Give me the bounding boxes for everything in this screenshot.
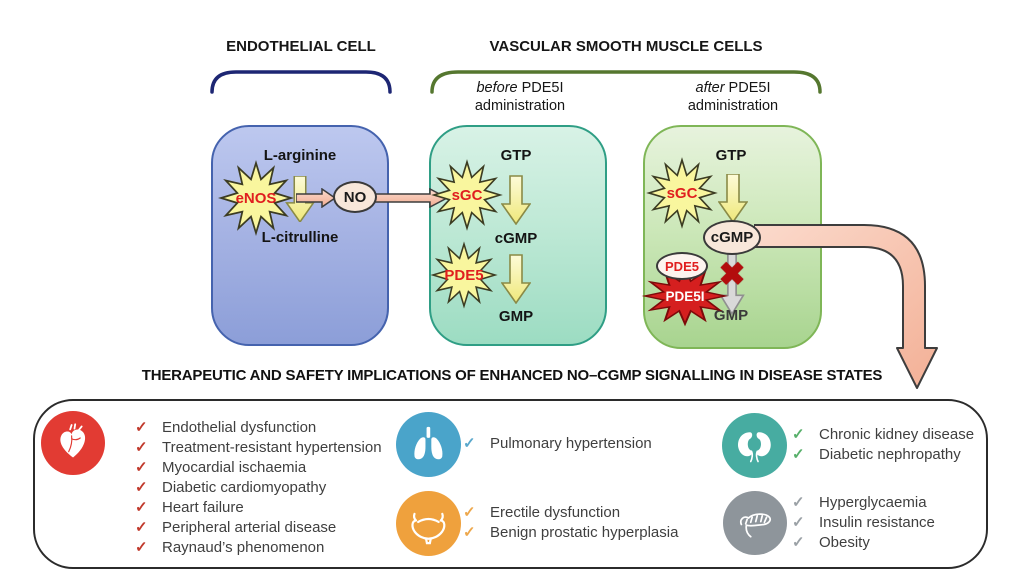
list-item: ✓Peripheral arterial disease — [135, 519, 337, 536]
check-icon: ✓ — [792, 494, 805, 511]
sgc-starburst-before: sGC — [430, 161, 504, 229]
list-item: ✓Raynaud’s phenomenon — [135, 539, 325, 556]
l-citrulline-label: L-citrulline — [261, 229, 339, 246]
list-item: ✓Endothelial dysfunction — [135, 419, 317, 436]
vsmc-bracket — [430, 70, 822, 94]
list-item: ✓Heart failure — [135, 499, 244, 516]
down-arrow-icon — [501, 175, 531, 225]
no-to-sgc-arrow-icon — [375, 188, 448, 208]
check-icon: ✓ — [463, 435, 476, 452]
l-arginine-label: L-arginine — [263, 147, 337, 164]
check-icon: ✓ — [792, 446, 805, 463]
before-pde5i-box — [429, 125, 607, 346]
sgc-starburst-after: sGC — [646, 159, 718, 227]
blocked-x-icon: ✖ — [718, 256, 746, 292]
list-item: ✓Diabetic cardiomyopathy — [135, 479, 327, 496]
metabolic-list: ✓Hyperglycaemia ✓Insulin resistance ✓Obe… — [792, 493, 935, 553]
check-icon: ✓ — [792, 514, 805, 531]
check-icon: ✓ — [463, 524, 476, 541]
gmp-before-label: GMP — [498, 308, 534, 325]
kidneys-icon — [722, 413, 787, 478]
check-icon: ✓ — [135, 519, 148, 536]
enhanced-cgmp-signal-arrow-icon — [754, 224, 938, 389]
list-item: ✓Erectile dysfunction — [463, 504, 621, 521]
list-item: ✓Obesity — [792, 534, 870, 551]
check-icon: ✓ — [135, 479, 148, 496]
check-icon: ✓ — [463, 504, 476, 521]
vsmc-heading: VASCULAR SMOOTH MUSCLE CELLS — [489, 38, 763, 55]
check-icon: ✓ — [135, 459, 148, 476]
list-item: ✓Pulmonary hypertension — [463, 435, 652, 452]
no-release-arrow-icon — [296, 188, 336, 208]
list-item: ✓Chronic kidney disease — [792, 426, 975, 443]
banner-title: THERAPEUTIC AND SAFETY IMPLICATIONS OF E… — [141, 367, 883, 384]
list-item: ✓Benign prostatic hyperplasia — [463, 524, 679, 541]
check-icon: ✓ — [135, 539, 148, 556]
pulmonary-list: ✓Pulmonary hypertension — [463, 434, 652, 454]
pde5-inhibited-ellipse: PDE5 — [656, 252, 708, 280]
list-item: ✓Diabetic nephropathy — [792, 446, 961, 463]
no-ellipse: NO — [333, 181, 377, 213]
pde5-starburst-before: PDE5 — [424, 243, 504, 307]
pancreas-icon — [723, 491, 787, 555]
check-icon: ✓ — [135, 419, 148, 436]
check-icon: ✓ — [135, 499, 148, 516]
check-icon: ✓ — [792, 426, 805, 443]
list-item: ✓Hyperglycaemia — [792, 494, 927, 511]
endothelial-bracket — [210, 70, 392, 94]
list-item: ✓Myocardial ischaemia — [135, 459, 307, 476]
check-icon: ✓ — [792, 534, 805, 551]
down-arrow-icon — [718, 174, 748, 222]
enos-starburst: eNOS — [218, 162, 294, 234]
list-item: ✓Insulin resistance — [792, 514, 935, 531]
blocked-down-arrow-icon — [719, 254, 745, 316]
list-item: ✓Treatment-resistant hypertension — [135, 439, 382, 456]
cgmp-after-ellipse: cGMP — [703, 220, 761, 255]
urological-list: ✓Erectile dysfunction ✓Benign prostatic … — [463, 503, 678, 543]
gtp-after-label: GTP — [715, 147, 747, 164]
endothelial-cell-heading: ENDOTHELIAL CELL — [226, 38, 376, 55]
lungs-icon — [396, 412, 461, 477]
cardiovascular-list: ✓Endothelial dysfunction ✓Treatment-resi… — [135, 418, 382, 558]
before-pde5i-label: before PDE5I administration — [474, 80, 566, 114]
cgmp-before-label: cGMP — [494, 230, 538, 247]
down-arrow-icon — [501, 254, 531, 304]
after-pde5i-label: after PDE5I administration — [687, 80, 779, 114]
endothelial-cell-box — [211, 125, 389, 346]
gtp-before-label: GTP — [500, 147, 532, 164]
gmp-after-label: GMP — [713, 307, 749, 324]
check-icon: ✓ — [135, 439, 148, 456]
implications-panel — [33, 399, 988, 569]
bladder-icon — [396, 491, 461, 556]
renal-list: ✓Chronic kidney disease ✓Diabetic nephro… — [792, 425, 974, 465]
pde5i-starburst: PDE5I — [644, 267, 726, 325]
heart-icon — [41, 411, 105, 475]
